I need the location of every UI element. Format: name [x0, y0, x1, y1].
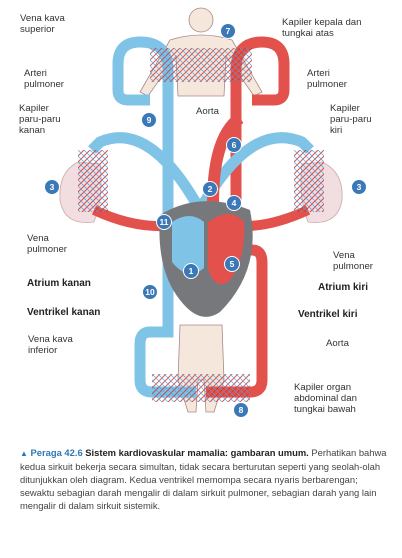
triangle-icon: ▲ — [20, 449, 28, 458]
badge-10: 10 — [142, 284, 158, 300]
pulmonary-artery — [88, 132, 205, 213]
lower-loop-red — [206, 244, 268, 398]
badge-2: 2 — [202, 181, 218, 197]
label-ventrikel-kanan: Ventrikel kanan — [27, 307, 101, 318]
label-aorta-bottom: Aorta — [326, 338, 349, 349]
badge-4: 4 — [226, 195, 242, 211]
label-aorta-top: Aorta — [196, 106, 219, 117]
caption-title: Sistem kardiovaskular mamalia: gambaran … — [85, 447, 309, 458]
label-ventrikel-kiri: Ventrikel kiri — [298, 309, 358, 320]
figure-caption: ▲ Peraga 42.6 Sistem kardiovaskular mama… — [20, 446, 390, 512]
lower-loop-blue — [134, 250, 196, 398]
badge-7: 7 — [220, 23, 236, 39]
caption-body: Perhatikan bahwa kedua sirkuit bekerja s… — [20, 447, 387, 512]
badge-5: 5 — [224, 256, 240, 272]
badge-1: 1 — [183, 263, 199, 279]
capillary-lower — [152, 374, 250, 402]
badge-3-right: 3 — [351, 179, 367, 195]
caption-figure-number: Peraga 42.6 — [30, 447, 83, 458]
diagram-svg — [59, 7, 343, 413]
label-atrium-kiri: Atrium kiri — [318, 282, 369, 293]
badge-11: 11 — [156, 214, 172, 230]
badge-8: 8 — [233, 402, 249, 418]
badge-3-left: 3 — [44, 179, 60, 195]
capillary-upper — [150, 48, 252, 82]
heart — [159, 201, 253, 317]
label-atrium-kanan: Atrium kanan — [27, 278, 91, 289]
badge-6: 6 — [226, 137, 242, 153]
badge-9: 9 — [141, 112, 157, 128]
